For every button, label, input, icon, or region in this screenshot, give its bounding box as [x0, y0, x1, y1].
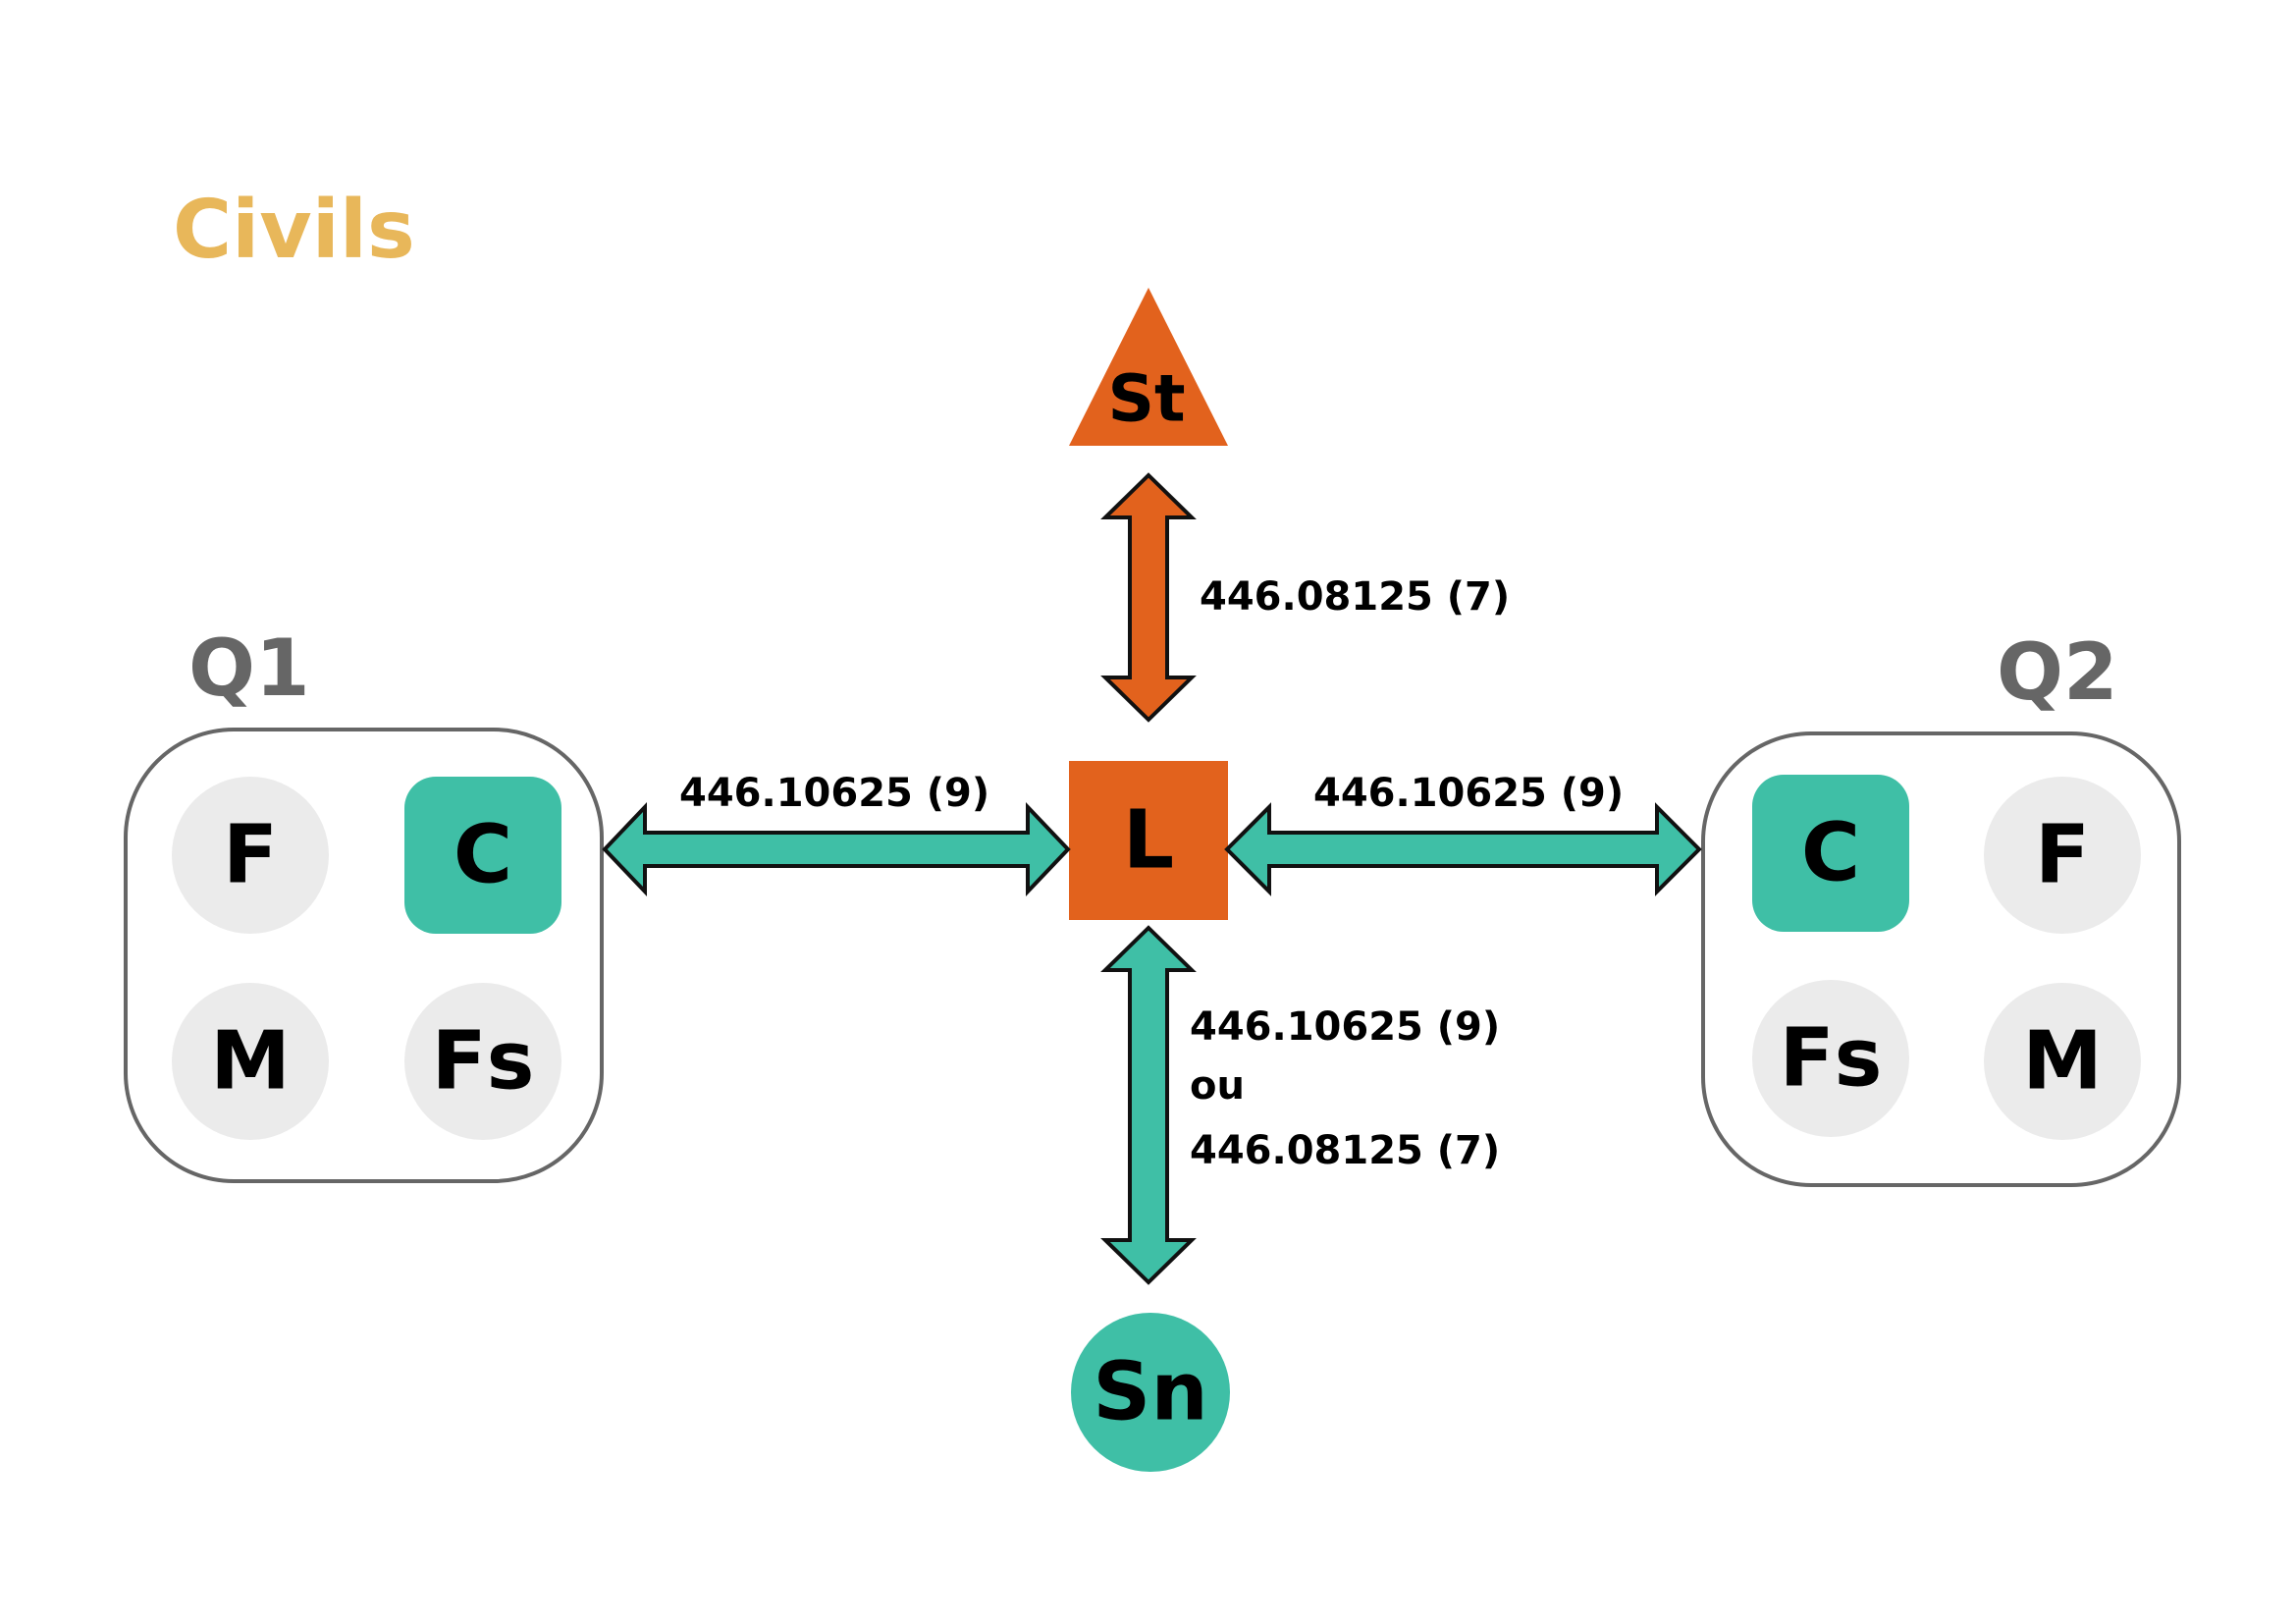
- node-l-square: [1069, 761, 1228, 920]
- node-st: St: [1069, 288, 1228, 446]
- q2-cell-top-left-label: C: [1801, 807, 1860, 900]
- q2-cell-top-left-box: [1752, 775, 1909, 932]
- q1-cell-bottom-left-label: M: [210, 1015, 291, 1109]
- q1-cell-top-left: F: [172, 777, 329, 934]
- q1-cell-top-right-label: C: [454, 809, 512, 902]
- q2-cell-top-left: C: [1752, 775, 1909, 932]
- q1-cell-bottom-right: Fs: [404, 983, 561, 1140]
- page-title: Civils: [173, 184, 415, 277]
- arrow-st-l: [1100, 472, 1197, 723]
- node-sn-label: Sn: [1093, 1346, 1207, 1439]
- group-label-q2: Q2: [1997, 626, 2118, 718]
- q2-cell-top-right: F: [1984, 777, 2141, 934]
- q2-cell-top-right-circle: [1984, 777, 2141, 934]
- q1-cell-top-right-box: [404, 777, 561, 934]
- link-label-right: 446.10625 (9): [1313, 771, 1624, 816]
- link-label-left: 446.10625 (9): [679, 771, 989, 816]
- q2-cell-bottom-left-circle: [1752, 980, 1909, 1137]
- q1-cell-bottom-right-circle: [404, 983, 561, 1140]
- node-st-triangle: [1069, 288, 1228, 446]
- q1-cell-top-left-label: F: [223, 809, 278, 902]
- node-st-label: St: [1107, 361, 1185, 437]
- node-l: L: [1069, 761, 1228, 920]
- q2-cell-bottom-right-circle: [1984, 983, 2141, 1140]
- q1-cell-bottom-left: M: [172, 983, 329, 1140]
- node-sn: Sn: [1071, 1313, 1230, 1472]
- q1-cell-top-left-circle: [172, 777, 329, 934]
- link-label-top: 446.08125 (7): [1200, 574, 1510, 620]
- q2-cell-top-right-label: F: [2035, 809, 2090, 902]
- q2-cell-bottom-right-label: M: [2022, 1015, 2103, 1109]
- q2-cell-bottom-left-label: Fs: [1780, 1012, 1883, 1106]
- q2-cell-bottom-right: M: [1984, 983, 2141, 1140]
- arrow-l-q2: [1224, 802, 1702, 896]
- q2-cell-bottom-left: Fs: [1752, 980, 1909, 1137]
- node-sn-circle: [1071, 1313, 1230, 1472]
- arrow-l-sn: [1100, 925, 1197, 1285]
- q1-cell-bottom-right-label: Fs: [432, 1015, 535, 1109]
- q1-cell-top-right: C: [404, 777, 561, 934]
- link-label-bottom-line1: 446.10625 (9): [1190, 1004, 1500, 1050]
- q1-cell-bottom-left-circle: [172, 983, 329, 1140]
- link-label-bottom-line2: ou: [1190, 1063, 1245, 1109]
- node-l-label: L: [1123, 794, 1174, 888]
- arrow-q1-l: [602, 802, 1071, 896]
- group-label-q1: Q1: [188, 623, 310, 714]
- link-label-bottom-line3: 446.08125 (7): [1190, 1128, 1500, 1173]
